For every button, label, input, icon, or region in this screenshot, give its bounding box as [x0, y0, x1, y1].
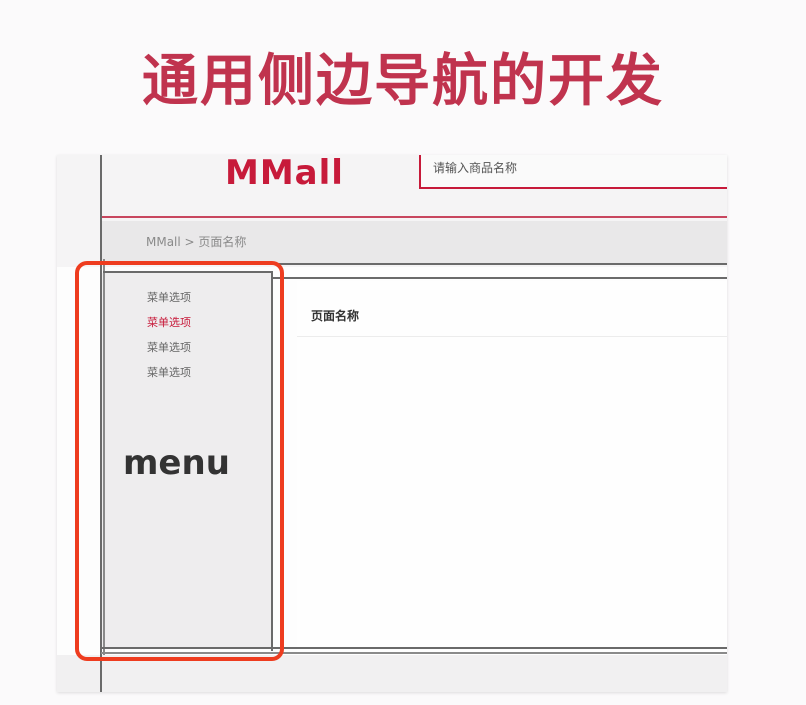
frame-line-sidebar-top [103, 271, 273, 273]
logo[interactable]: MMall [225, 155, 344, 193]
frame-line-bottom [101, 647, 727, 649]
frame-line-sidebar-right [271, 273, 273, 651]
frame-line-left-2 [103, 259, 105, 655]
sidebar-item-3[interactable]: 菜单选项 [147, 341, 191, 354]
page-title: 页面名称 [311, 309, 360, 323]
content-divider [297, 336, 727, 337]
header-divider [101, 216, 727, 218]
menu-annotation: menu [123, 443, 230, 483]
sidebar-item-1[interactable]: 菜单选项 [147, 291, 191, 304]
sidebar-nav: 菜单选项 菜单选项 菜单选项 菜单选项 menu [101, 273, 273, 647]
sidebar-highlight-box [75, 261, 284, 661]
frame-line-breadcrumb-bottom [101, 263, 727, 265]
search-input[interactable]: 请输入商品名称 [419, 155, 727, 189]
content-panel: 页面名称 [297, 281, 727, 661]
footer-band [57, 655, 727, 692]
frame-line-content-top [273, 277, 727, 279]
slide-title: 通用侧边导航的开发 [142, 49, 664, 114]
breadcrumb-bar: MMall > 页面名称 [101, 221, 727, 263]
search-placeholder: 请输入商品名称 [433, 161, 518, 175]
sidebar-item-4[interactable]: 菜单选项 [147, 366, 191, 379]
breadcrumb[interactable]: MMall > 页面名称 [146, 235, 247, 249]
frame-line-bottom-2 [101, 652, 727, 654]
wireframe-mockup: MMall 请输入商品名称 MMall > 页面名称 菜单选项 菜单选项 菜单选… [57, 155, 727, 692]
frame-line-left [100, 155, 102, 692]
sidebar-item-2-active[interactable]: 菜单选项 [147, 316, 191, 329]
